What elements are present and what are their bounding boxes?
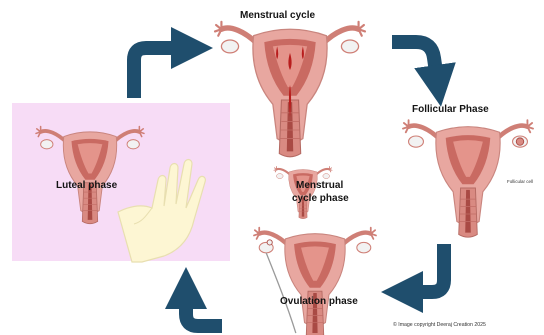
cycle-arrow-bottom-to-left xyxy=(0,0,544,335)
menstrual-cycle-diagram: Menstrual cycle Follicular Phase Follicu… xyxy=(0,0,544,335)
